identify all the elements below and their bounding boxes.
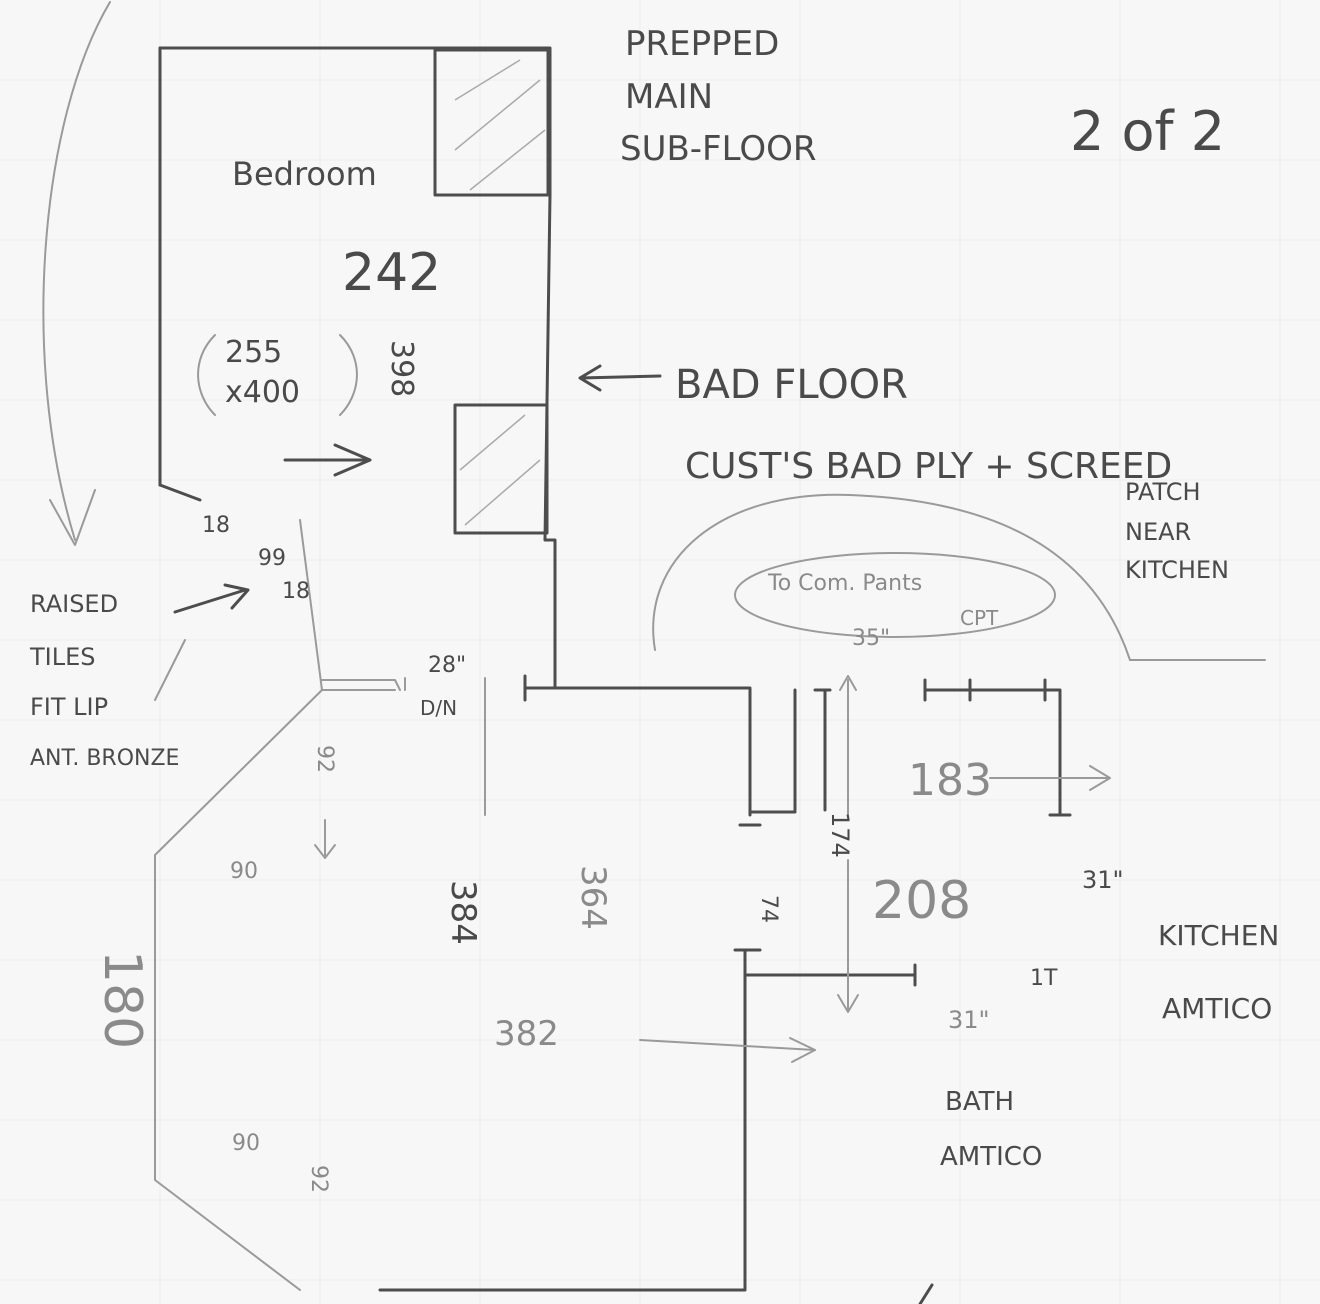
bath-line2: AMTICO [940,1142,1042,1172]
meas-31b: 31" [948,1006,990,1034]
hallway-light-walls [154,493,1266,1291]
meas-382: 382 [494,1014,559,1054]
meas-364: 364 [573,865,613,930]
bad-floor-arrow [578,364,662,392]
meas-1t: 1T [1030,966,1058,991]
bottom-pencil-mark [918,1283,934,1304]
bad-floor-label: BAD FLOOR [675,362,908,408]
bedroom-dim-bracket-right [339,334,358,416]
header-note: PREPPED MAIN SUB-FLOOR [620,24,817,169]
bedroom-dim-line1: 255 [225,335,282,370]
meas-384: 384 [443,880,483,945]
raised-tiles-line2: TILES [29,643,96,671]
meas-31a: 31" [1082,866,1124,894]
bedroom-dim-line2: x400 [225,375,300,410]
bedroom-vertical-dim: 398 [384,340,419,397]
raised-tiles-line1: RAISED [30,590,118,618]
kitchen-line2: AMTICO [1162,992,1272,1025]
bedroom-walls [158,46,557,690]
bad-floor-note: CUST'S BAD PLY + SCREED [685,446,1172,487]
meas-74: 74 [756,895,781,923]
door-dim-90a: 90 [230,859,258,884]
bedroom-dim-bracket-left [197,334,216,416]
meas-35: 35" [852,626,890,651]
cupboard-oval [734,552,1056,638]
door-dim-28: 28" [428,653,466,678]
meas-183: 183 [908,755,992,806]
curved-arrow-head [49,489,96,546]
lower-walls [378,674,1072,1292]
raised-tiles-line4: ANT. BRONZE [30,746,179,771]
bad-floor-note2-line2: NEAR [1125,518,1191,546]
bath-line1: BATH [945,1087,1014,1117]
bad-floor-note2-line3: KITCHEN [1125,556,1229,584]
cupboard-line2: CPT [960,606,999,630]
meas-174: 174 [826,812,854,858]
door-dim-99: 99 [258,546,286,571]
bedroom-width: 242 [342,243,441,303]
vertical-arrow-35 [839,675,857,816]
header-note-line3: SUB-FLOOR [620,129,817,169]
door-dim-92b: 92 [306,1165,331,1193]
meas-208: 208 [872,871,971,931]
raised-tiles-line3: FIT LIP [30,693,108,721]
bedroom-label: Bedroom [232,155,377,193]
header-note-line2: MAIN [625,77,713,117]
header-note-line1: PREPPED [625,24,779,64]
door-dim-dn: D/N [420,696,457,720]
dim-92-arrow [314,819,336,859]
curved-arrow [42,1,111,541]
page-marker: 2 of 2 [1070,100,1225,163]
cupboard-line1: To Com. Pants [767,571,922,596]
vertical-arrow-174 [837,859,859,1013]
door-dim-18a: 18 [202,513,230,538]
door-dim-92a: 92 [312,745,337,773]
kitchen-line1: KITCHEN [1158,919,1279,952]
arrow-183 [989,765,1111,791]
meas-180: 180 [92,950,152,1049]
door-dim-18b: 18 [282,579,310,604]
raised-tiles-arrow [173,583,250,614]
door-dim-90b: 90 [232,1131,260,1156]
bad-floor-note2-line1: PATCH [1125,478,1201,506]
right-arrow [283,443,372,477]
